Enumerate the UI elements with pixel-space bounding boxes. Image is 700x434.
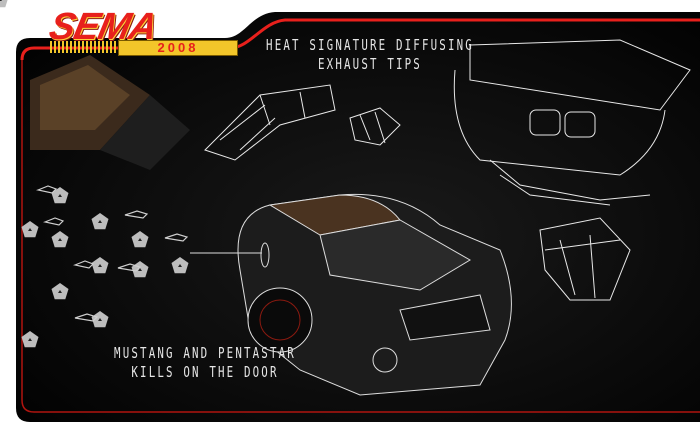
exhaust-caption-line-2: EXHAUST TIPS [318,55,422,73]
main-car-sketch [190,193,512,396]
door-caption-line-1: MUSTANG AND PENTASTAR [114,344,296,362]
exhaust-tip-sketch [204,84,631,301]
emblem-grid [0,0,190,348]
door-caption-line-2: KILLS ON THE DOOR [131,363,279,381]
exhaust-caption: HEAT SIGNATURE DIFFUSING EXHAUST TIPS [262,36,478,74]
exhaust-caption-line-1: HEAT SIGNATURE DIFFUSING [266,36,474,54]
logo-stripes [50,41,118,53]
red-border [21,60,700,413]
sema-2008-logo: SEMA 2008 [46,6,238,56]
interior-photo [30,55,190,170]
door-caption: MUSTANG AND PENTASTAR KILLS ON THE DOOR [108,344,302,382]
rear-car-sketch [453,39,691,206]
logo-year: 2008 [118,40,238,56]
